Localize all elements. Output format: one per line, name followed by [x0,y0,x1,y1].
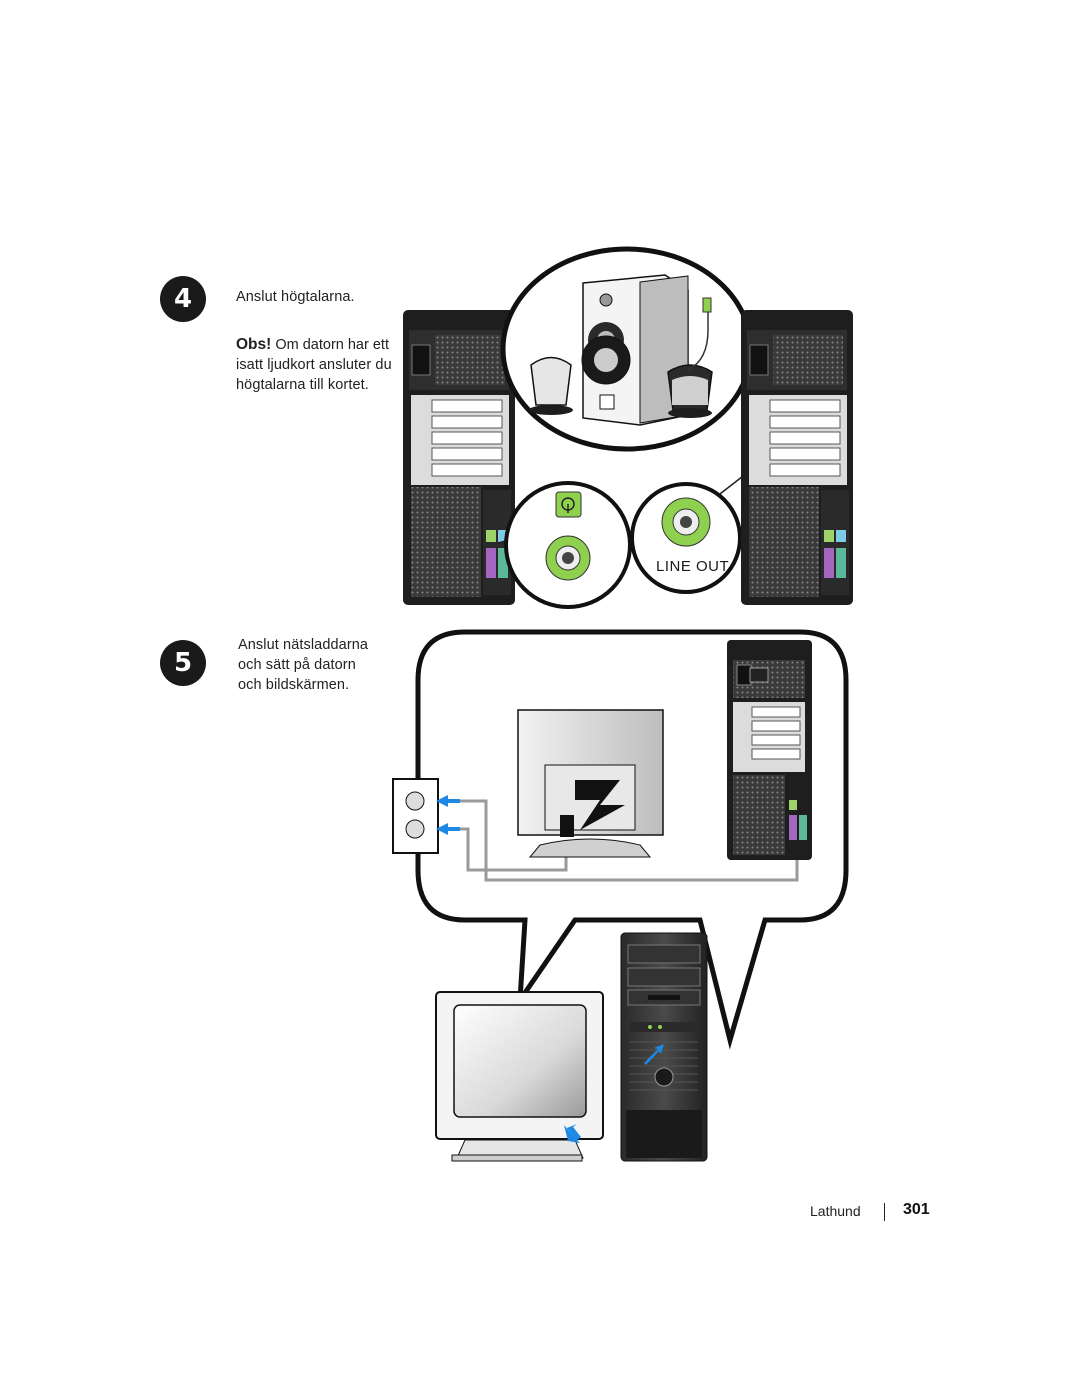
tower-front [620,932,708,1162]
step-4-number: 4 [173,284,193,314]
note-text-line1: Om datorn har ett [275,337,389,353]
step-5-line2: och sätt på datorn [238,657,356,673]
tower-rear-left [403,310,515,605]
footer-section-label: Lathund [810,1203,861,1219]
power-connection-bubble [392,629,849,1050]
line-out-closeup [630,482,742,594]
step-4-note-line2: isatt ljudkort ansluter du [236,357,392,373]
footer-page-number: 301 [903,1201,930,1218]
speakers-closeup [500,246,754,452]
step-5-badge: 5 [160,640,206,686]
footer-separator [884,1203,885,1221]
line-out-label: LINE OUT [656,558,729,575]
note-label: Obs! [236,336,272,353]
step-5-line3: och bildskärmen. [238,677,350,693]
step-4-note-line1: Obs! Om datorn har ett [236,335,389,355]
step-5-number: 5 [173,648,193,678]
step-5-line1: Anslut nätsladdarna [238,637,369,653]
step-4-title: Anslut högtalarna. [236,289,355,305]
step-4-badge: 4 [160,276,206,322]
speaker-jack-closeup [504,481,632,609]
step-4-note-line3: högtalarna till kortet. [236,377,369,393]
monitor-front [435,991,604,1162]
tower-rear-right [741,310,853,605]
